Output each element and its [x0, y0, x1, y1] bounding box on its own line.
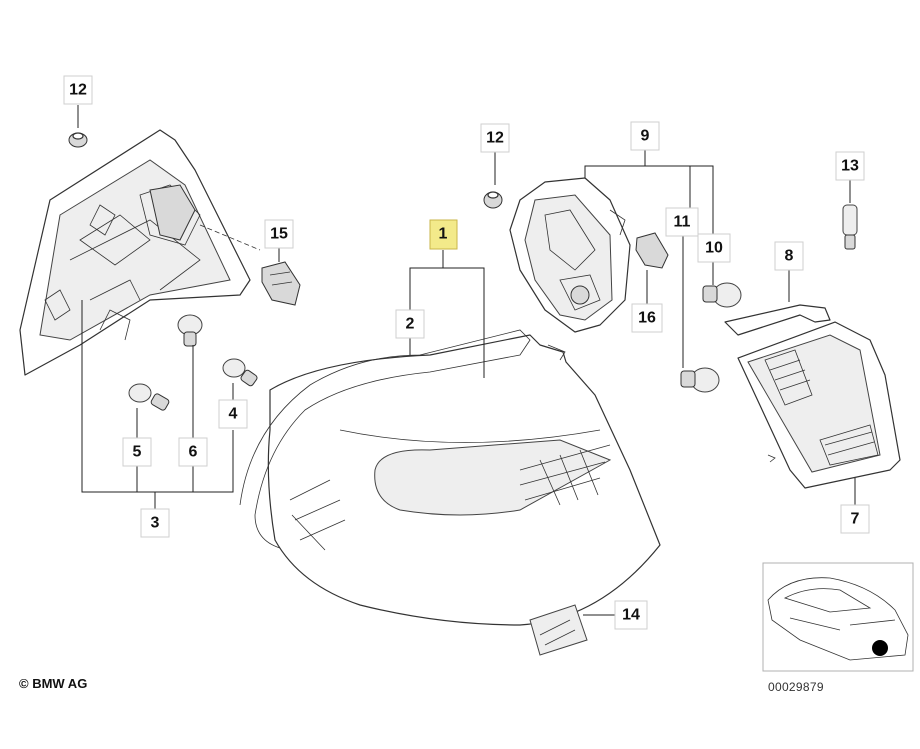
svg-text:4: 4: [229, 406, 238, 423]
callout-12-left: 12: [63, 75, 93, 105]
callout-11: 11: [665, 207, 699, 237]
bulb-13: [842, 204, 858, 250]
diagram-number: 00029879: [768, 680, 824, 694]
bulb-6: [177, 314, 203, 347]
svg-text:1: 1: [439, 226, 448, 243]
bulb-holder-9: [509, 177, 631, 333]
sticker-14: [529, 604, 588, 656]
callout-10: 10: [697, 233, 731, 263]
callout-2: 2: [395, 309, 425, 339]
callout-15: 15: [264, 219, 294, 249]
bulb-4: [222, 358, 258, 387]
svg-text:2: 2: [406, 316, 415, 333]
svg-text:9: 9: [641, 128, 650, 145]
svg-text:6: 6: [189, 444, 198, 461]
svg-text:13: 13: [841, 158, 859, 175]
connector-16: [635, 232, 669, 269]
svg-text:10: 10: [705, 240, 723, 257]
callout-13: 13: [835, 151, 865, 181]
seal-8: [724, 304, 831, 336]
callout-14: 14: [614, 600, 648, 630]
tail-light-lens: [239, 329, 661, 626]
svg-text:5: 5: [133, 444, 142, 461]
callout-5: 5: [122, 437, 152, 467]
bulb-5: [128, 383, 170, 411]
svg-text:12: 12: [69, 82, 87, 99]
svg-text:14: 14: [622, 607, 640, 624]
svg-text:16: 16: [638, 310, 656, 327]
car-locator-thumbnail: [762, 562, 914, 672]
svg-text:12: 12: [486, 130, 504, 147]
bulb-carrier-assembly: [19, 129, 261, 376]
connector-15: [261, 261, 301, 306]
svg-text:8: 8: [785, 248, 794, 265]
svg-text:7: 7: [851, 511, 860, 528]
callout-7: 7: [840, 504, 870, 534]
grommet-center: [483, 191, 503, 209]
bulb-11: [680, 367, 720, 393]
inner-tail-light-7: [737, 321, 901, 489]
grommet-left: [68, 132, 88, 148]
callout-1: 1: [429, 219, 458, 250]
leader-lines: [77, 105, 856, 616]
svg-text:3: 3: [151, 515, 160, 532]
bulb-10: [702, 282, 742, 308]
svg-text:11: 11: [674, 214, 691, 231]
callout-6: 6: [178, 437, 208, 467]
callout-9: 9: [630, 121, 660, 151]
callout-8: 8: [774, 241, 804, 271]
callout-12-center: 12: [480, 123, 510, 153]
callout-3: 3: [140, 508, 170, 538]
copyright-label: © BMW AG: [19, 676, 88, 691]
svg-text:15: 15: [270, 226, 288, 243]
callout-16: 16: [631, 303, 663, 333]
callout-4: 4: [218, 399, 248, 429]
